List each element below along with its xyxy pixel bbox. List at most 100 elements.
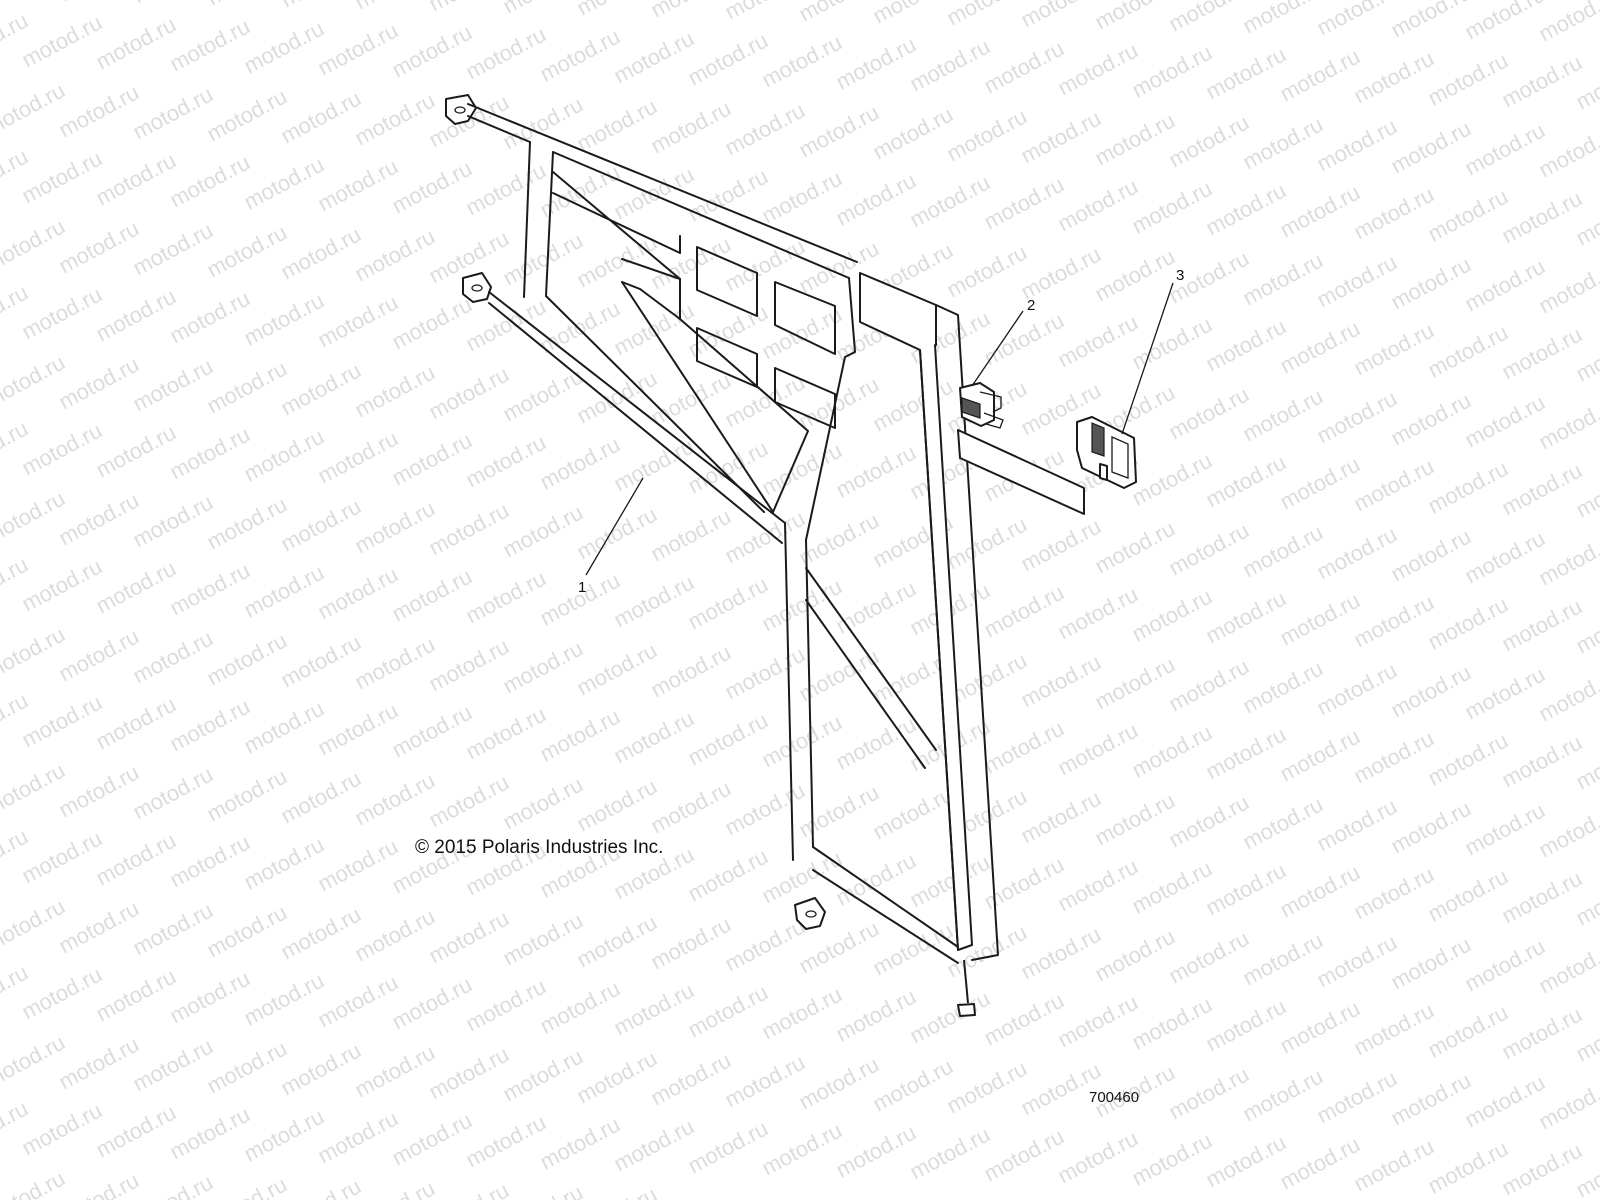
watermark-text: motod.ru: [573, 638, 661, 701]
watermark-text: motod.ru: [573, 230, 661, 293]
watermark-text: motod.ru: [1276, 1132, 1364, 1195]
watermark-text: motod.ru: [462, 702, 550, 765]
watermark-text: motod.ru: [1461, 1070, 1549, 1133]
right-panel: [859, 272, 973, 951]
mount-tab-top-hole: [454, 106, 466, 114]
watermark-text: motod.ru: [129, 898, 217, 961]
watermark-text: motod.ru: [536, 432, 624, 495]
watermark-text: motod.ru: [499, 1180, 587, 1200]
pane-4: [774, 367, 836, 429]
watermark-text: motod.ru: [462, 566, 550, 629]
watermark-text: motod.ru: [129, 0, 217, 8]
watermark-text: motod.ru: [314, 970, 402, 1033]
watermark-text: motod.ru: [18, 282, 106, 345]
watermark-text: motod.ru: [1313, 522, 1401, 585]
left-post-inner: [545, 151, 554, 297]
watermark-text: motod.ru: [832, 168, 920, 231]
watermark-text: motod.ru: [314, 562, 402, 625]
watermark-text: motod.ru: [610, 706, 698, 769]
watermark-text: motod.ru: [1535, 936, 1600, 999]
watermark-text: motod.ru: [462, 974, 550, 1037]
watermark-text: motod.ru: [536, 568, 624, 631]
watermark-text: motod.ru: [721, 642, 809, 705]
watermark-text: motod.ru: [425, 362, 513, 425]
watermark-text: motod.ru: [388, 972, 476, 1035]
watermark-text: motod.ru: [499, 908, 587, 971]
watermark-text: motod.ru: [1387, 116, 1475, 179]
watermark-text: motod.ru: [240, 288, 328, 351]
watermark-text: motod.ru: [203, 764, 291, 827]
watermark-text: motod.ru: [980, 36, 1068, 99]
watermark-text: motod.ru: [240, 832, 328, 895]
clip-tab-lower: [983, 412, 1004, 429]
watermark-text: motod.ru: [388, 20, 476, 83]
watermark-text: motod.ru: [166, 286, 254, 349]
watermark-text: motod.ru: [203, 628, 291, 691]
watermark-text: motod.ru: [388, 156, 476, 219]
watermark-text: motod.ru: [388, 1108, 476, 1171]
watermark-text: motod.ru: [0, 78, 69, 141]
watermark-text: motod.ru: [758, 846, 846, 909]
watermark-text: motod.ru: [499, 228, 587, 291]
watermark-text: motod.ru: [869, 918, 957, 981]
watermark-text: motod.ru: [1017, 922, 1105, 985]
watermark-text: motod.ru: [647, 96, 735, 159]
watermark-text: motod.ru: [1498, 322, 1586, 385]
watermark-text: motod.ru: [1054, 174, 1142, 237]
watermark-text: motod.ru: [277, 630, 365, 693]
watermark-text: motod.ru: [906, 34, 994, 97]
watermark-text: motod.ru: [1535, 120, 1600, 183]
watermark-text: motod.ru: [536, 24, 624, 87]
watermark-text: motod.ru: [1350, 46, 1438, 109]
watermark-text: motod.ru: [1535, 528, 1600, 591]
watermark-text: motod.ru: [832, 848, 920, 911]
pane-3: [696, 327, 758, 388]
watermark-text: motod.ru: [1202, 586, 1290, 649]
watermark-text: motod.ru: [1202, 722, 1290, 785]
watermark-text: motod.ru: [943, 1056, 1031, 1119]
watermark-text: motod.ru: [573, 502, 661, 565]
watermark-text: motod.ru: [1128, 176, 1216, 239]
watermark-text: motod.ru: [647, 776, 735, 839]
watermark-text: motod.ru: [684, 1116, 772, 1179]
watermark-text: motod.ru: [0, 758, 69, 821]
watermark-text: motod.ru: [832, 1120, 920, 1183]
watermark-text: motod.ru: [758, 302, 846, 365]
watermark-text: motod.ru: [1054, 1126, 1142, 1189]
watermark-text: motod.ru: [943, 240, 1031, 303]
watermark-text: motod.ru: [1424, 728, 1512, 791]
watermark-text: motod.ru: [55, 80, 143, 143]
watermark-text: motod.ru: [277, 1174, 365, 1200]
watermark-text: motod.ru: [1498, 866, 1586, 929]
watermark-text: motod.ru: [240, 1104, 328, 1167]
watermark-text: motod.ru: [1091, 516, 1179, 579]
watermark-text: motod.ru: [1313, 658, 1401, 721]
watermark-text: motod.ru: [869, 1054, 957, 1117]
watermark-text: motod.ru: [1498, 50, 1586, 113]
spine-upper-left: [805, 277, 856, 541]
watermark-text: motod.ru: [1461, 934, 1549, 997]
watermark-text: motod.ru: [832, 984, 920, 1047]
bottom-bar-a: [812, 846, 959, 948]
callout-2: 2: [1027, 297, 1035, 314]
watermark-text: motod.ru: [1054, 718, 1142, 781]
watermark-text: motod.ru: [499, 636, 587, 699]
clip-tab: [979, 391, 1002, 413]
watermark-text: motod.ru: [1128, 720, 1216, 783]
watermark-text: motod.ru: [18, 418, 106, 481]
watermark-text: motod.ru: [129, 1170, 217, 1200]
watermark-text: motod.ru: [277, 0, 365, 12]
watermark-text: motod.ru: [277, 222, 365, 285]
watermark-text: motod.ru: [758, 710, 846, 773]
watermark-text: motod.ru: [92, 148, 180, 211]
right-panel-side: [935, 304, 999, 961]
watermark-text: motod.ru: [1165, 518, 1253, 581]
watermark-text: motod.ru: [1165, 110, 1253, 173]
watermark-text: motod.ru: [573, 1046, 661, 1109]
watermark-text: motod.ru: [1498, 594, 1586, 657]
watermark-text: motod.ru: [721, 1050, 809, 1113]
watermark-text: motod.ru: [1276, 44, 1364, 107]
watermark-text: motod.ru: [55, 352, 143, 415]
watermark-text: motod.ru: [1313, 1066, 1401, 1129]
watermark-text: motod.ru: [1128, 584, 1216, 647]
